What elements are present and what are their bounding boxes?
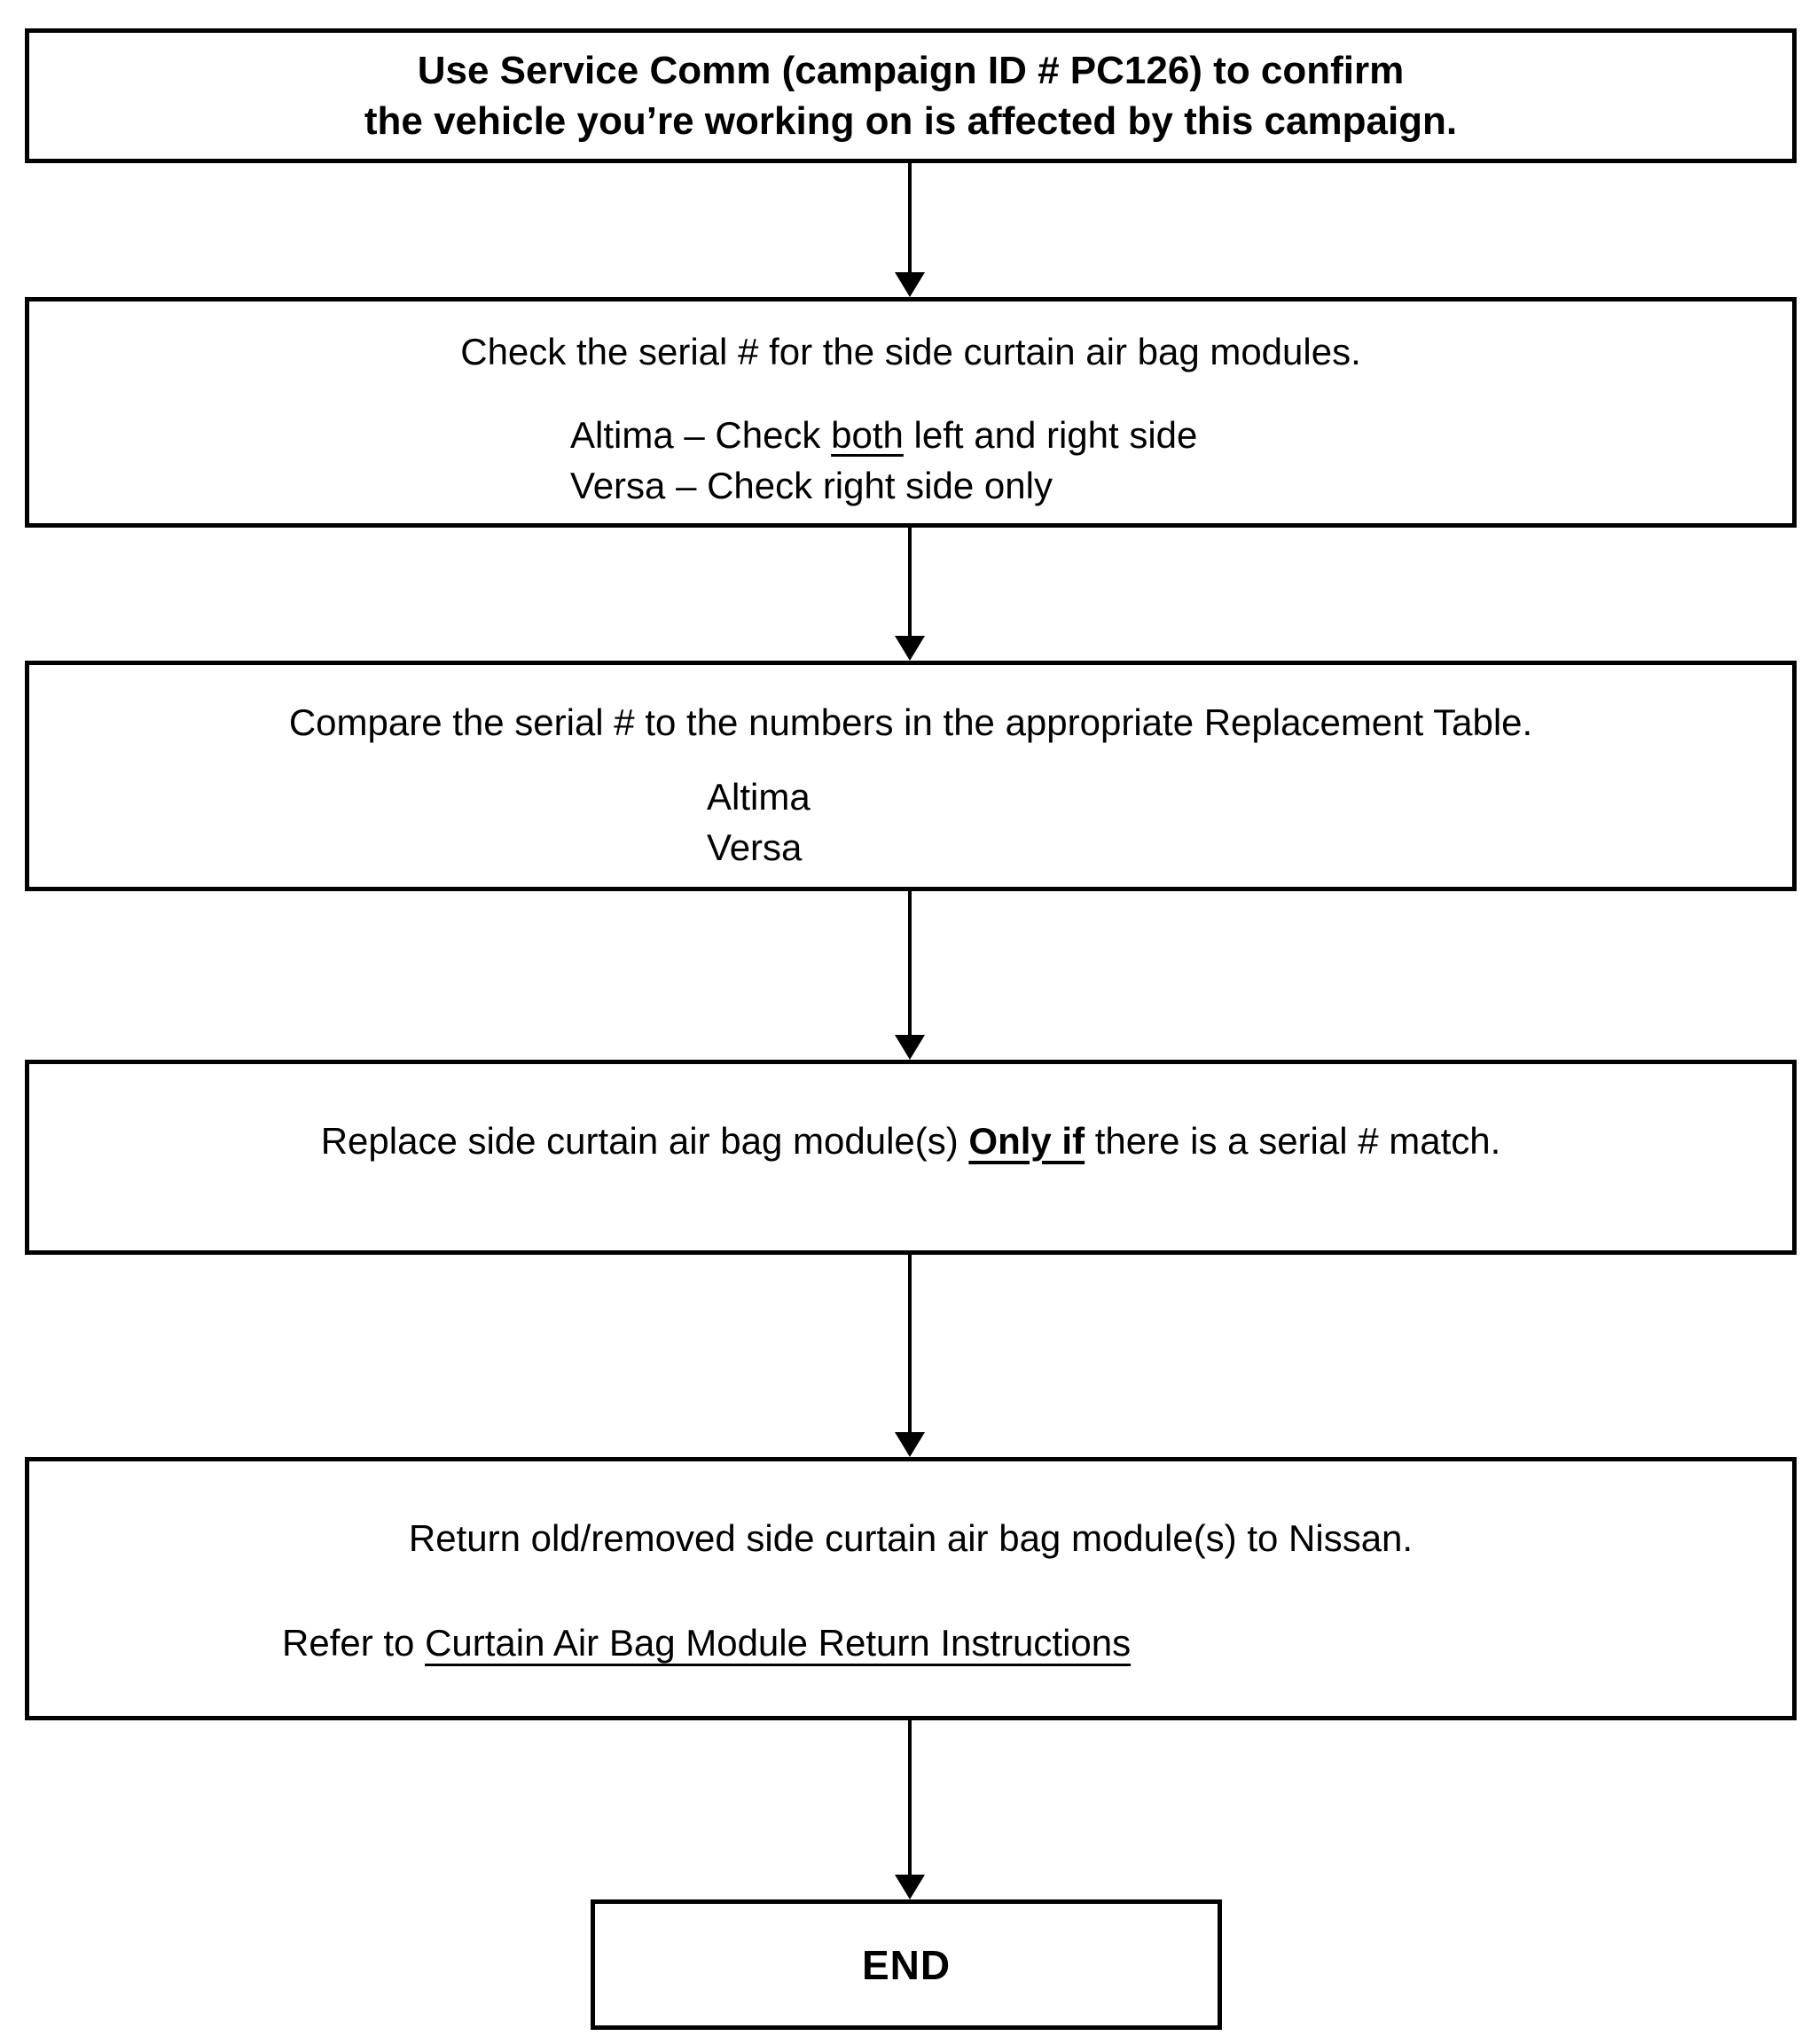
- replace-prefix: Replace side curtain air bag module(s): [320, 1120, 969, 1162]
- replace-suffix: there is a serial # match.: [1085, 1120, 1501, 1162]
- return-refer-line: Refer to Curtain Air Bag Module Return I…: [282, 1621, 1792, 1665]
- compare-versa-label: Versa: [707, 826, 803, 868]
- arrow-down-icon: [895, 1035, 925, 1060]
- flow-box-end: END: [591, 1899, 1222, 2030]
- arrow-shaft: [908, 891, 912, 1042]
- flow-arrow-2: [894, 528, 926, 661]
- replace-line: Replace side curtain air bag module(s) O…: [29, 1119, 1792, 1163]
- return-refer-prefix: Refer to: [282, 1622, 426, 1664]
- compare-altima-label: Altima: [707, 776, 811, 818]
- end-label: END: [861, 1941, 952, 1988]
- flow-box-check-serial: Check the serial # for the side curtain …: [25, 297, 1797, 528]
- flow-box-confirm-campaign: Use Service Comm (campaign ID # PC126) t…: [25, 28, 1797, 163]
- check-versa-line: Versa – Check right side only: [570, 465, 1053, 506]
- replace-emphasis: Only if: [968, 1120, 1085, 1162]
- flow-arrow-3: [894, 891, 926, 1060]
- check-line1: Check the serial # for the side curtain …: [460, 331, 1361, 372]
- flow-box-compare-serial: Compare the serial # to the numbers in t…: [25, 661, 1797, 891]
- check-altima-suffix: left and right side: [903, 414, 1198, 456]
- flow-box-replace-module: Replace side curtain air bag module(s) O…: [25, 1060, 1797, 1255]
- flow-box-return-module: Return old/removed side curtain air bag …: [25, 1457, 1797, 1720]
- flow-arrow-5: [894, 1720, 926, 1899]
- return-instructions-link[interactable]: Curtain Air Bag Module Return Instructio…: [425, 1622, 1132, 1664]
- arrow-down-icon: [895, 1875, 925, 1899]
- check-altima-prefix: Altima – Check: [570, 414, 832, 456]
- arrow-down-icon: [895, 272, 925, 297]
- arrow-shaft: [908, 1255, 912, 1439]
- flow-arrow-4: [894, 1255, 926, 1457]
- flow-arrow-1: [894, 162, 926, 297]
- confirm-line1: Use Service Comm (campaign ID # PC126) t…: [417, 49, 1405, 92]
- check-altima-line: Altima – Check both left and right side: [570, 410, 1792, 460]
- arrow-down-icon: [895, 636, 925, 661]
- confirm-line2: the vehicle you’re working on is affecte…: [364, 99, 1458, 143]
- arrow-down-icon: [895, 1432, 925, 1457]
- return-line1: Return old/removed side curtain air bag …: [408, 1517, 1414, 1559]
- arrow-shaft: [908, 1720, 912, 1882]
- arrow-shaft: [908, 162, 912, 279]
- check-altima-underlined: both: [831, 414, 904, 456]
- arrow-shaft: [908, 528, 912, 643]
- compare-line1: Compare the serial # to the numbers in t…: [288, 701, 1533, 743]
